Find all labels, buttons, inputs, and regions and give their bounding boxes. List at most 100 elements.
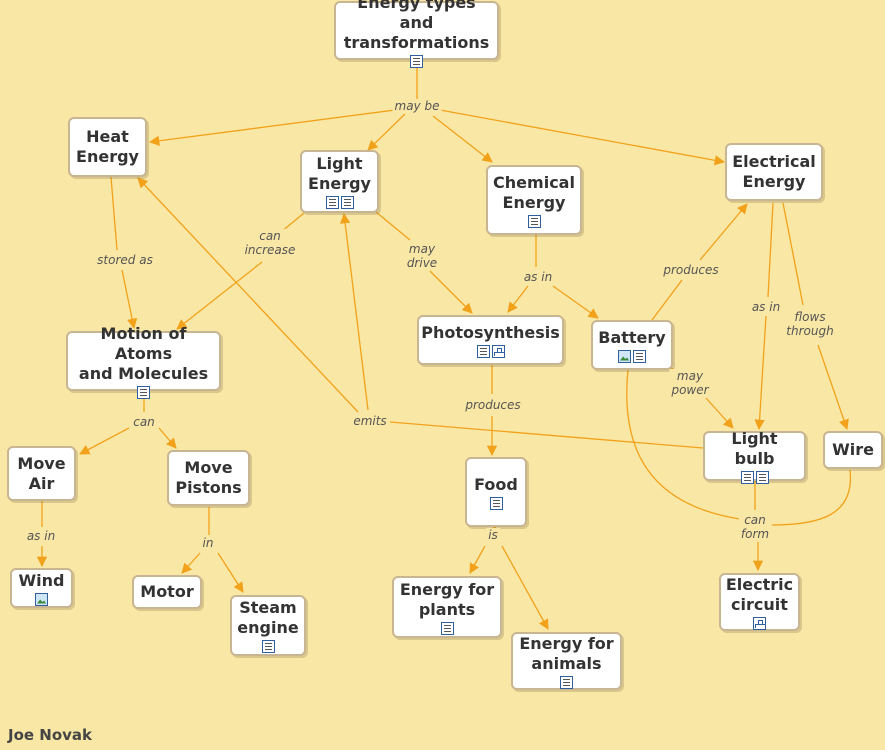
doc-icon[interactable] xyxy=(410,55,423,68)
node-label: Move Air xyxy=(17,453,66,493)
link-label: can form xyxy=(738,513,772,541)
doc-icon[interactable] xyxy=(137,385,150,399)
concept-map-icon[interactable] xyxy=(491,344,505,358)
link-arrow xyxy=(817,344,849,430)
node-photosynthesis[interactable]: Photosynthesis xyxy=(417,315,564,365)
link-label: can xyxy=(131,415,157,429)
link-arrow xyxy=(367,113,406,151)
link-label: as in xyxy=(24,529,58,543)
node-light-bulb[interactable]: Light bulb xyxy=(703,428,806,484)
link-arrow xyxy=(439,109,726,166)
node-label: Energy for plants xyxy=(399,579,495,619)
node-wire[interactable]: Wire xyxy=(823,431,883,469)
link-label: can increase xyxy=(242,229,298,257)
doc-icon[interactable] xyxy=(527,214,541,228)
node-heat-energy[interactable]: Heat Energy xyxy=(68,117,147,177)
doc-icon[interactable] xyxy=(325,196,339,209)
link-arrow xyxy=(79,427,130,455)
link-line xyxy=(375,211,411,241)
node-label: Wire xyxy=(832,440,874,459)
node-label: Battery xyxy=(598,327,666,347)
doc-icon[interactable] xyxy=(489,496,503,510)
author-credit: Joe Novak xyxy=(8,726,93,744)
link-arrow xyxy=(176,261,263,330)
node-chemical-energy[interactable]: Chemical Energy xyxy=(486,165,582,235)
link-arrow xyxy=(705,397,734,429)
link-arrow xyxy=(507,285,529,313)
link-arrow xyxy=(754,315,767,431)
node-label: Chemical Energy xyxy=(493,172,575,212)
node-label: Steam engine xyxy=(237,598,299,637)
doc-icon[interactable] xyxy=(633,349,646,363)
link-line xyxy=(110,176,118,251)
doc-icon[interactable] xyxy=(560,675,573,689)
node-label: Energy for animals xyxy=(519,633,614,673)
link-arrow xyxy=(137,177,359,413)
doc-icon[interactable] xyxy=(440,621,454,635)
node-label: Light Energy xyxy=(308,154,371,193)
link-arrow xyxy=(432,115,493,163)
link-line xyxy=(492,526,497,529)
link-label: stored as xyxy=(95,253,155,267)
link-label: produces xyxy=(463,398,523,412)
node-food[interactable]: Food xyxy=(465,457,527,527)
link-arrow xyxy=(121,269,138,330)
node-energy-plants[interactable]: Energy for plants xyxy=(392,576,502,638)
node-label: Energy types and transformations xyxy=(343,0,490,52)
node-move-pistons[interactable]: Move Pistons xyxy=(167,450,250,506)
node-label: Electrical Energy xyxy=(732,152,816,191)
concept-map-icon[interactable] xyxy=(753,616,766,630)
doc-icon[interactable] xyxy=(740,470,754,484)
link-label: emits xyxy=(351,414,389,428)
node-energy-types[interactable]: Energy types and transformations xyxy=(334,0,499,68)
link-arrow xyxy=(429,270,473,314)
node-motor[interactable]: Motor xyxy=(132,575,202,609)
node-energy-animals[interactable]: Energy for animals xyxy=(511,632,622,690)
node-label: Heat Energy xyxy=(76,127,139,166)
node-steam-engine[interactable]: Steam engine xyxy=(230,595,306,656)
node-light-energy[interactable]: Light Energy xyxy=(300,150,379,213)
doc-icon[interactable] xyxy=(340,196,354,209)
node-label: Wind xyxy=(18,570,65,590)
image-icon[interactable] xyxy=(35,592,48,606)
link-label: is xyxy=(486,528,500,542)
link-line xyxy=(626,369,741,520)
link-line xyxy=(280,212,305,233)
link-label: may be xyxy=(392,99,442,113)
link-label: flows through xyxy=(784,310,836,338)
node-battery[interactable]: Battery xyxy=(591,320,673,370)
link-label: produces xyxy=(661,263,721,277)
node-label: Light bulb xyxy=(731,428,778,468)
node-wind[interactable]: Wind xyxy=(10,568,73,608)
link-line xyxy=(771,469,852,526)
link-arrow xyxy=(158,427,177,449)
link-arrow xyxy=(469,545,486,574)
link-arrow xyxy=(339,212,369,411)
node-electrical-energy[interactable]: Electrical Energy xyxy=(725,143,823,201)
doc-icon[interactable] xyxy=(476,344,490,358)
node-label: Food xyxy=(474,474,518,494)
link-label: as in xyxy=(749,300,783,314)
link-arrow xyxy=(181,552,201,574)
node-move-air[interactable]: Move Air xyxy=(7,446,76,501)
node-label: Photosynthesis xyxy=(421,322,560,342)
node-electric-circuit[interactable]: Electric circuit xyxy=(719,573,800,631)
link-arrow xyxy=(217,552,244,593)
link-line xyxy=(651,279,683,321)
doc-icon[interactable] xyxy=(755,470,769,484)
image-icon[interactable] xyxy=(618,349,631,363)
link-arrow xyxy=(699,203,748,261)
link-label: may power xyxy=(669,369,711,397)
link-label: may drive xyxy=(404,242,440,270)
node-label: Motion of Atoms and Molecules xyxy=(78,323,209,383)
link-arrow xyxy=(501,545,549,630)
link-arrow xyxy=(552,285,599,319)
link-label: as in xyxy=(521,270,555,284)
link-arrow xyxy=(148,109,396,146)
link-label: in xyxy=(200,536,216,550)
node-motion-atoms[interactable]: Motion of Atoms and Molecules xyxy=(66,324,221,399)
doc-icon[interactable] xyxy=(261,640,275,653)
node-label: Move Pistons xyxy=(175,458,242,497)
link-line xyxy=(767,202,774,298)
